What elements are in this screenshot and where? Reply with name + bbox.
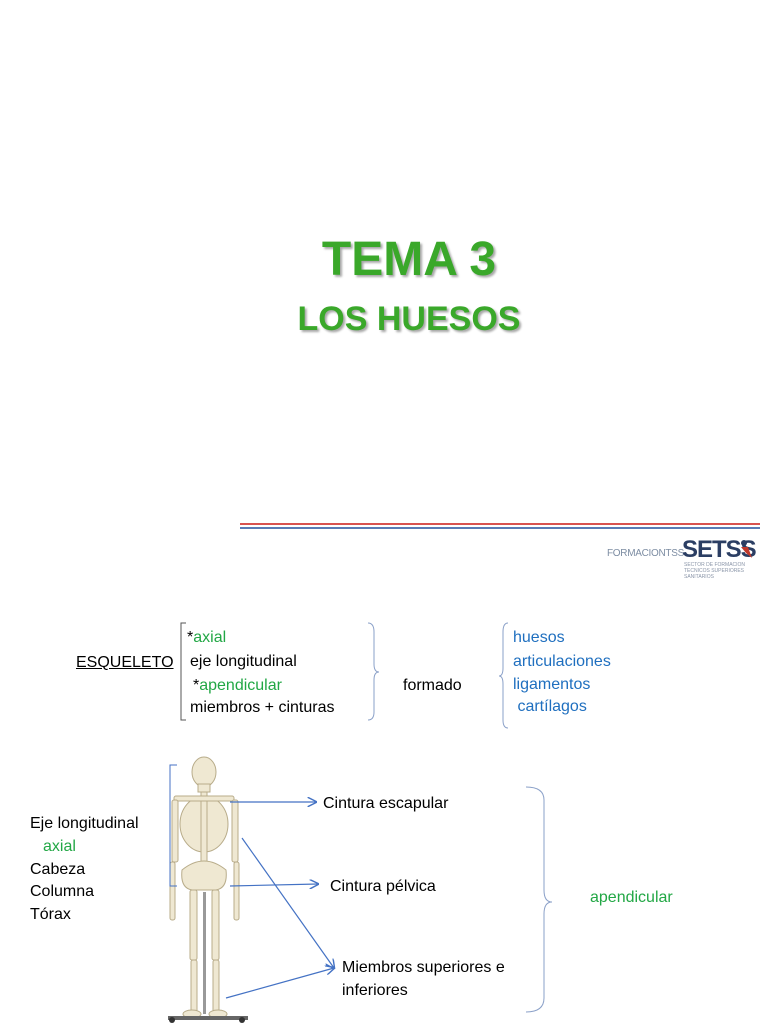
formacion-logo-text: FORMACIONTSS [607,548,684,559]
slide-subtitle: LOS HUESOS [297,300,521,338]
eje-longitudinal-text: eje longitudinal [190,653,297,670]
setss-logo-sub2: TECNICOS SUPERIORES SANITARIOS [684,568,745,580]
axial-label: axial [43,838,76,855]
divider-blue [240,527,760,529]
slide-title: TEMA 3 [321,233,497,286]
setss-logo-icon [741,540,752,558]
miembros-label-line2: inferiores [342,982,408,999]
cintura-pelvica-label: Cintura pélvica [330,878,436,895]
star-bullet: * [193,677,200,694]
eje-longitudinal-label: Eje longitudinal [30,815,139,832]
arrow-miembros-inferiores [225,968,334,999]
left-bracket [180,622,186,721]
diagram-arrows [225,780,768,999]
arrow-miembros-superiores [241,837,334,968]
component-articulaciones: articulaciones [513,653,611,670]
apendicular-line: *apendicular [193,676,282,696]
axial-line: *axial [187,628,226,648]
apendicular-term: apendicular [199,677,282,694]
apendicular-label: apendicular [590,889,673,906]
apendicular-brace [525,786,553,1013]
component-cartilagos: cartílagos [513,698,587,715]
axial-term: axial [193,629,227,646]
component-huesos: huesos [513,629,565,646]
cintura-escapular-label: Cintura escapular [323,795,449,812]
esqueleto-label: ESQUELETO [76,654,174,671]
formado-text: formado [403,677,462,694]
miembros-label-line1: Miembros superiores e [342,959,505,976]
miembros-cinturas-text: miembros + cinturas [190,699,335,716]
right-brace [367,622,380,721]
star-bullet: * [187,629,194,646]
arrow-cintura-pelvica [229,884,318,886]
components-brace [498,622,509,729]
axial-part-cabeza: Cabeza [30,861,86,878]
component-ligamentos: ligamentos [513,676,591,693]
axial-part-torax: Tórax [30,906,71,923]
skeleton-illustration [168,756,248,1023]
axial-part-columna: Columna [30,883,95,900]
setss-logo-sub1: SECTOR DE FORMACION [684,562,746,568]
axial-bracket [169,764,177,887]
divider-red [240,523,760,525]
